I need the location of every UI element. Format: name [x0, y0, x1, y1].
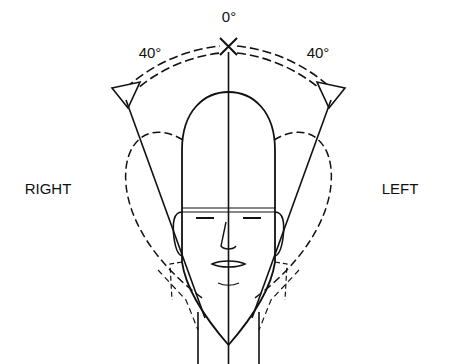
nose: [221, 222, 236, 249]
eye: [196, 217, 261, 219]
ear: [274, 212, 284, 256]
x-mark: [220, 38, 237, 55]
jaw-outline: [182, 210, 275, 345]
angle-line: [126, 100, 205, 318]
angle-line: [252, 100, 331, 318]
brow-line: [182, 208, 275, 212]
arrowhead: [317, 82, 345, 108]
angle-label: 40°: [305, 44, 332, 61]
angle-label: 40°: [137, 44, 164, 61]
rotated-jaw-dash: [158, 270, 198, 330]
neck: [198, 312, 259, 364]
jaw-dash: [170, 262, 287, 300]
head-outline: [182, 92, 275, 210]
direction-label: LEFT: [380, 180, 421, 197]
rotated-head-outline: [126, 132, 205, 300]
arrowhead: [112, 82, 140, 108]
angle-label: 0°: [220, 8, 238, 25]
rotated-jaw-dash: [259, 270, 299, 330]
chin-line: [218, 283, 239, 285]
mouth: [212, 261, 245, 267]
ear: [173, 212, 183, 256]
rotated-head-outline: [252, 132, 331, 300]
direction-label: RIGHT: [23, 180, 74, 197]
